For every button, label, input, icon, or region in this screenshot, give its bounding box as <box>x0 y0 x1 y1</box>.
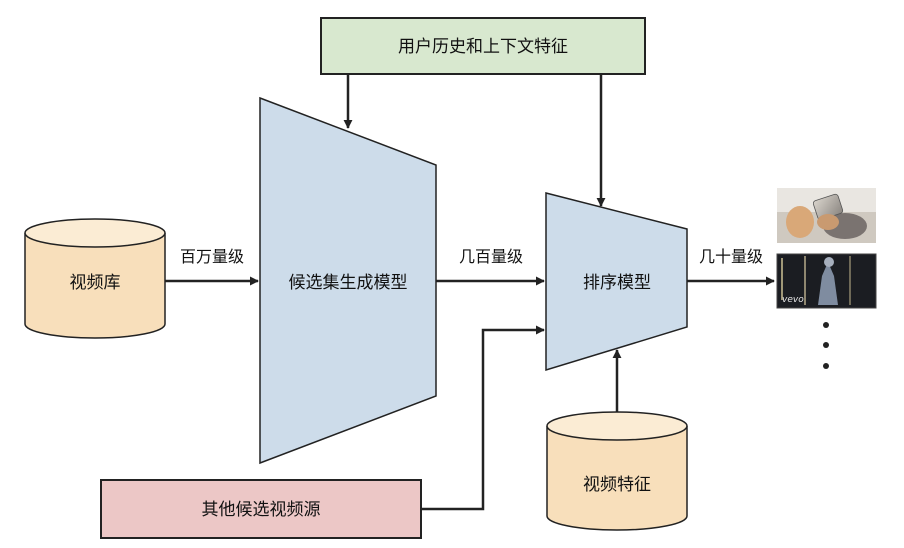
edge-label-millions: 百万量级 <box>180 247 244 266</box>
arrow-sources-to-ranking <box>421 325 545 511</box>
ranking-model-label: 排序模型 <box>583 273 651 293</box>
vevo-logo: vevo <box>782 295 804 305</box>
candidate-model-label: 候选集生成模型 <box>289 273 408 293</box>
video-library-cylinder: 视频库 <box>24 218 166 339</box>
user-history-label: 用户历史和上下文特征 <box>398 37 568 57</box>
other-sources-label: 其他候选视频源 <box>202 500 321 520</box>
ellipsis-dot-icon <box>823 363 829 369</box>
hand-icon <box>786 206 814 238</box>
edge-label-tens: 几十量级 <box>699 247 763 266</box>
figure-silhouette-icon <box>818 262 838 305</box>
ranking-model: 排序模型 <box>545 192 688 372</box>
candidate-generation-model: 候选集生成模型 <box>259 96 437 465</box>
video-features-cylinder: 视频特征 <box>546 411 688 531</box>
video-library-label: 视频库 <box>70 273 121 293</box>
user-history-box: 用户历史和上下文特征 <box>320 17 646 75</box>
ellipsis-dot-icon <box>823 322 829 328</box>
video-thumbnail-vevo: vevo <box>776 253 877 309</box>
other-sources-box: 其他候选视频源 <box>100 479 422 539</box>
video-thumbnail-phone <box>777 188 876 243</box>
ellipsis-dot-icon <box>823 342 829 348</box>
video-features-label: 视频特征 <box>583 475 651 495</box>
edge-label-hundreds: 几百量级 <box>459 247 523 266</box>
